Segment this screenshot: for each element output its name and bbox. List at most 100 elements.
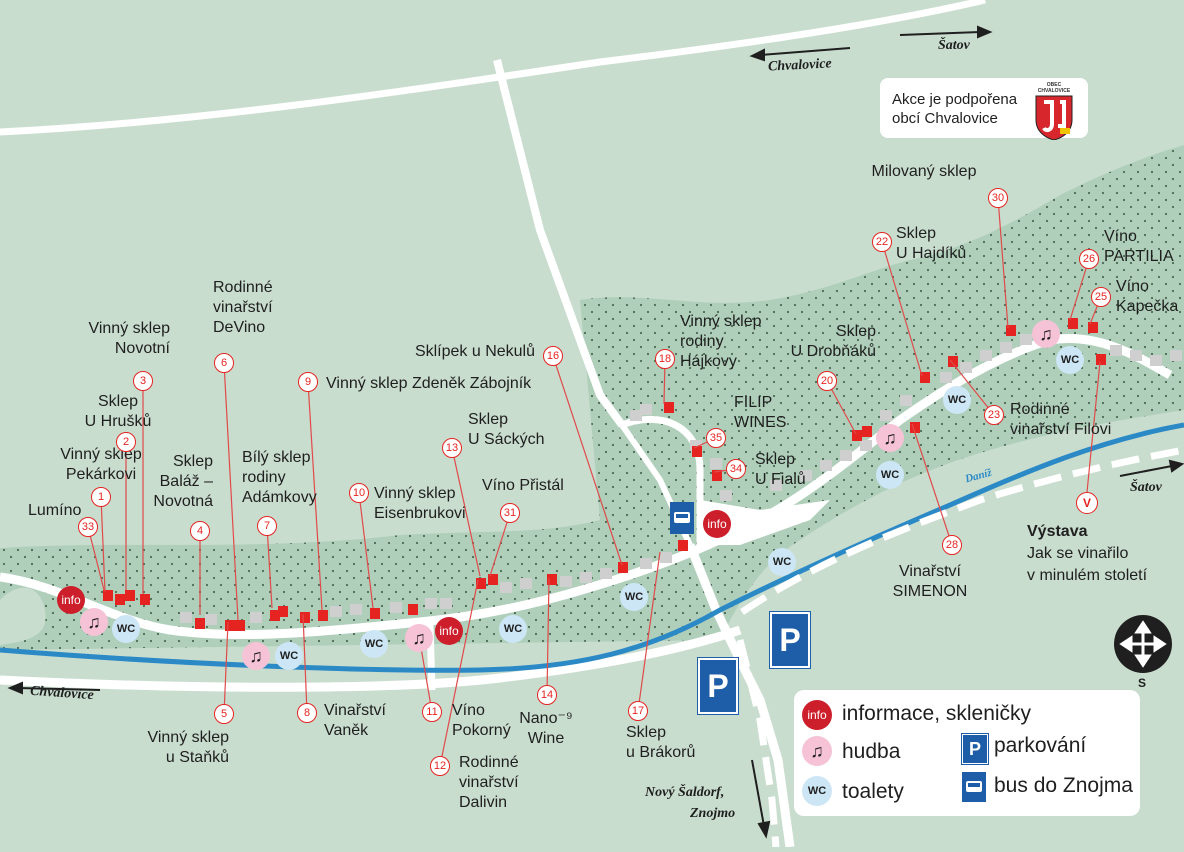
building — [840, 450, 852, 461]
info-icon[interactable]: info — [703, 510, 731, 538]
cellar-label-line: Sklep — [172, 453, 213, 470]
wc-icon[interactable]: WC — [275, 642, 303, 670]
cellar-label-line: Novotní — [114, 340, 170, 357]
crest-caption: OBEC CHVALOVICE — [1037, 82, 1071, 94]
cellar-label-line: rodiny — [242, 469, 286, 486]
building — [800, 470, 812, 481]
cellar-pin-33[interactable]: 33 — [78, 517, 98, 537]
cellar-label-line: Pokorný — [452, 722, 511, 739]
music-icon[interactable]: ♫ — [1032, 320, 1060, 348]
cellar-pin-31[interactable]: 31 — [500, 503, 520, 523]
road-label-chvalovice-top: Chvalovice — [767, 56, 833, 75]
bus-stop-icon[interactable] — [670, 502, 694, 534]
cellar-pin-4[interactable]: 4 — [190, 521, 210, 541]
building — [560, 576, 572, 587]
exhibition-title: Výstava — [1027, 523, 1088, 540]
cellar-pin-35[interactable]: 35 — [706, 428, 726, 448]
cellar-pin-14[interactable]: 14 — [537, 685, 557, 705]
cellar-pin-30[interactable]: 30 — [988, 188, 1008, 208]
cellar-label-line: DeVino — [213, 319, 266, 336]
legend-info-symbol: info — [807, 708, 827, 722]
building — [600, 568, 612, 579]
cellar-pin-23[interactable]: 23 — [984, 405, 1004, 425]
building — [630, 410, 642, 421]
building — [640, 558, 652, 569]
cellar-pin-3[interactable]: 3 — [133, 371, 153, 391]
exhibition-line1: Jak se vinařilo — [1027, 545, 1129, 562]
cellar-pin-7[interactable]: 7 — [257, 516, 277, 536]
music-icon[interactable]: ♫ — [876, 424, 904, 452]
wc-icon[interactable]: WC — [1056, 346, 1084, 374]
leader-line — [358, 492, 374, 609]
cellar-building — [920, 372, 930, 383]
cellar-building — [488, 574, 498, 585]
wc-icon[interactable]: WC — [768, 548, 796, 576]
road-top — [0, 0, 986, 136]
building — [425, 598, 437, 609]
cellar-pin-1[interactable]: 1 — [91, 487, 111, 507]
cellar-building — [1006, 325, 1016, 336]
wc-icon[interactable]: WC — [943, 386, 971, 414]
sponsor-box: Akce je podpořena obcí Chvalovice OBEC C… — [880, 78, 1088, 141]
road-label-satov-right: Šatov — [1130, 480, 1162, 495]
cellar-building — [115, 594, 125, 605]
building — [330, 606, 342, 617]
cellar-label-line: Kapečka — [1116, 298, 1179, 315]
cellar-pin-20[interactable]: 20 — [817, 371, 837, 391]
cellar-pin-5[interactable]: 5 — [214, 704, 234, 724]
cellar-pin-11[interactable]: 11 — [422, 702, 442, 722]
cellar-pin-18[interactable]: 18 — [655, 349, 675, 369]
cellar-label-line: Dalivin — [459, 794, 508, 811]
cellar-pin-22[interactable]: 22 — [872, 232, 892, 252]
cellar-pin-10[interactable]: 10 — [349, 483, 369, 503]
cellar-pin-28[interactable]: 28 — [942, 535, 962, 555]
parking-sign[interactable]: P — [697, 657, 739, 715]
cellar-pin-12[interactable]: 12 — [430, 756, 450, 776]
cellar-pin-2[interactable]: 2 — [116, 432, 136, 452]
cellar-pin-34[interactable]: 34 — [726, 459, 746, 479]
cellar-label-line: Sklep — [468, 411, 509, 428]
cellar-pin-16[interactable]: 16 — [543, 346, 563, 366]
music-icon[interactable]: ♫ — [80, 608, 108, 636]
cellar-label-line: Pekárkovi — [65, 466, 137, 483]
cellar-pin-26[interactable]: 26 — [1079, 249, 1099, 269]
info-icon[interactable]: info — [435, 617, 463, 645]
buildings — [180, 334, 1182, 625]
cellar-label-16: Sklípek u Nekulů — [415, 342, 535, 362]
music-icon[interactable]: ♫ — [405, 624, 433, 652]
building — [940, 372, 952, 383]
info-icon[interactable]: info — [57, 586, 85, 614]
parking-sign[interactable]: P — [769, 611, 811, 669]
building — [880, 410, 892, 421]
cellar-building — [547, 574, 557, 585]
music-icon[interactable]: ♫ — [242, 642, 270, 670]
cellar-pin-17[interactable]: 17 — [628, 701, 648, 721]
wc-icon[interactable]: WC — [620, 583, 648, 611]
cellar-label-line: SIMENON — [892, 583, 968, 600]
cellar-building — [1096, 354, 1106, 365]
dashed-road-south — [736, 639, 780, 848]
cellar-pin-25[interactable]: 25 — [1091, 287, 1111, 307]
exhibition-marker[interactable]: V — [1076, 492, 1098, 514]
cellar-pin-9[interactable]: 9 — [298, 372, 318, 392]
building — [980, 350, 992, 361]
cellar-pin-13[interactable]: 13 — [442, 438, 462, 458]
cellar-label-line: Novotná — [153, 493, 213, 510]
cellar-pin-8[interactable]: 8 — [297, 703, 317, 723]
cellar-building — [664, 402, 674, 413]
leader-line — [100, 496, 106, 593]
cellar-label-line: Milovaný sklep — [871, 163, 977, 180]
wc-icon[interactable]: WC — [112, 615, 140, 643]
cellar-label-line: Vaněk — [324, 722, 369, 739]
cellar-building — [140, 594, 150, 605]
wc-icon[interactable]: WC — [876, 461, 904, 489]
wc-icon[interactable]: WC — [360, 630, 388, 658]
wc-icon[interactable]: WC — [499, 615, 527, 643]
building — [500, 582, 512, 593]
exhibition-line2: v minulém století — [1027, 567, 1148, 584]
cellar-pin-6[interactable]: 6 — [214, 353, 234, 373]
